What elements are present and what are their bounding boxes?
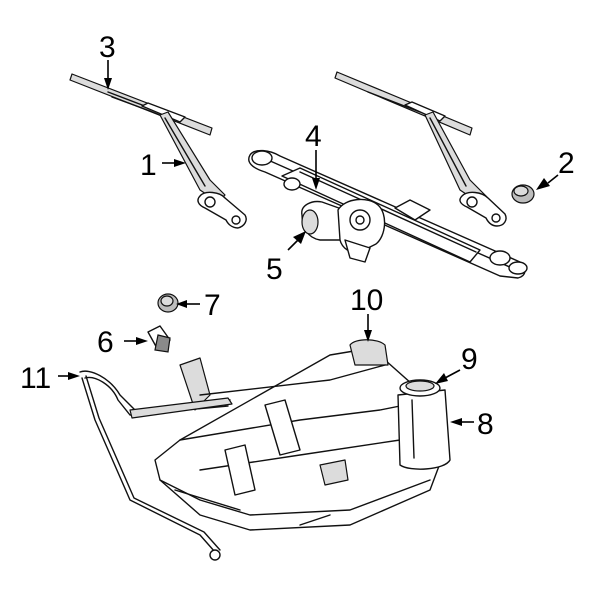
pivot-cap bbox=[511, 184, 535, 204]
washer-reservoir bbox=[154, 339, 446, 531]
callout-10: 10 bbox=[350, 284, 383, 317]
callout-1: 1 bbox=[140, 149, 157, 182]
left-wiper-arm bbox=[159, 111, 247, 229]
reservoir-cap-small bbox=[157, 293, 179, 313]
callout-4: 4 bbox=[305, 120, 322, 153]
filler-neck bbox=[397, 379, 451, 470]
callout-leaders bbox=[58, 60, 559, 426]
right-wiper-arm bbox=[424, 111, 507, 227]
callout-7: 7 bbox=[204, 289, 221, 322]
callout-6: 6 bbox=[97, 326, 114, 359]
washer-hose bbox=[79, 370, 233, 561]
callout-9: 9 bbox=[461, 343, 478, 376]
wiper-motor bbox=[301, 198, 386, 263]
right-wiper-blade bbox=[334, 71, 473, 136]
washer-pump bbox=[147, 325, 171, 353]
callout-8: 8 bbox=[477, 408, 494, 441]
callout-11: 11 bbox=[20, 362, 51, 395]
callout-5: 5 bbox=[266, 253, 283, 286]
callout-2: 2 bbox=[558, 147, 575, 180]
callout-3: 3 bbox=[99, 31, 116, 64]
left-wiper-blade bbox=[69, 73, 213, 136]
